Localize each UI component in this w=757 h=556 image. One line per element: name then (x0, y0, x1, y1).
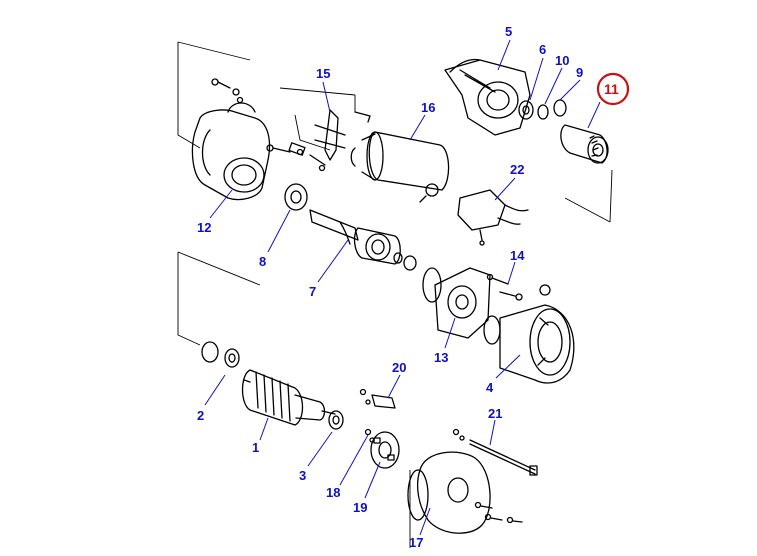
leader-lines (204, 39, 601, 536)
label-8: 8 (259, 254, 266, 269)
label-21: 21 (488, 406, 502, 421)
label-14: 14 (510, 248, 525, 263)
label-20: 20 (392, 360, 406, 375)
part-17-end-frame (407, 451, 523, 534)
part-8-bearing (284, 183, 308, 211)
label-7: 7 (309, 284, 316, 299)
label-10: 10 (555, 53, 569, 68)
part-5-rear-cover (444, 58, 531, 136)
label-4: 4 (486, 380, 494, 395)
label-18: 18 (326, 485, 340, 500)
label-6: 6 (539, 42, 546, 57)
label-3: 3 (299, 468, 306, 483)
part-12-front-housing (191, 78, 304, 201)
label-17: 17 (409, 535, 423, 550)
label-15: 15 (316, 66, 330, 81)
label-9: 9 (576, 65, 583, 80)
label-11-highlighted: 11 (604, 81, 619, 97)
part-16-solenoid (350, 131, 450, 203)
part-1-armature (241, 369, 336, 426)
label-12: 12 (197, 220, 211, 235)
part-3-bearing (328, 410, 344, 430)
part-22-brush-holder (457, 189, 529, 246)
part-13-field-plate (422, 267, 491, 339)
part-2-bearing (201, 341, 240, 368)
part-21-through-bolt (452, 428, 538, 476)
label-16: 16 (421, 100, 435, 115)
part-15-lever-assembly (288, 109, 371, 172)
highlight-circle (596, 72, 630, 106)
part-14-bolts (486, 273, 551, 301)
part-19-brush-plate (364, 428, 400, 469)
label-5: 5 (505, 24, 512, 39)
part-20-bracket (359, 388, 396, 409)
label-2: 2 (197, 408, 204, 423)
part-number-labels: 5 6 10 9 11 15 16 22 12 8 7 14 13 4 20 2… (197, 24, 619, 550)
label-19: 19 (353, 500, 367, 515)
part-7-pinion-shaft (309, 209, 417, 271)
label-22: 22 (510, 162, 524, 177)
part-11-pinion-gear (560, 124, 609, 164)
label-1: 1 (252, 440, 259, 455)
label-13: 13 (434, 350, 448, 365)
part-4-yoke (483, 304, 575, 384)
